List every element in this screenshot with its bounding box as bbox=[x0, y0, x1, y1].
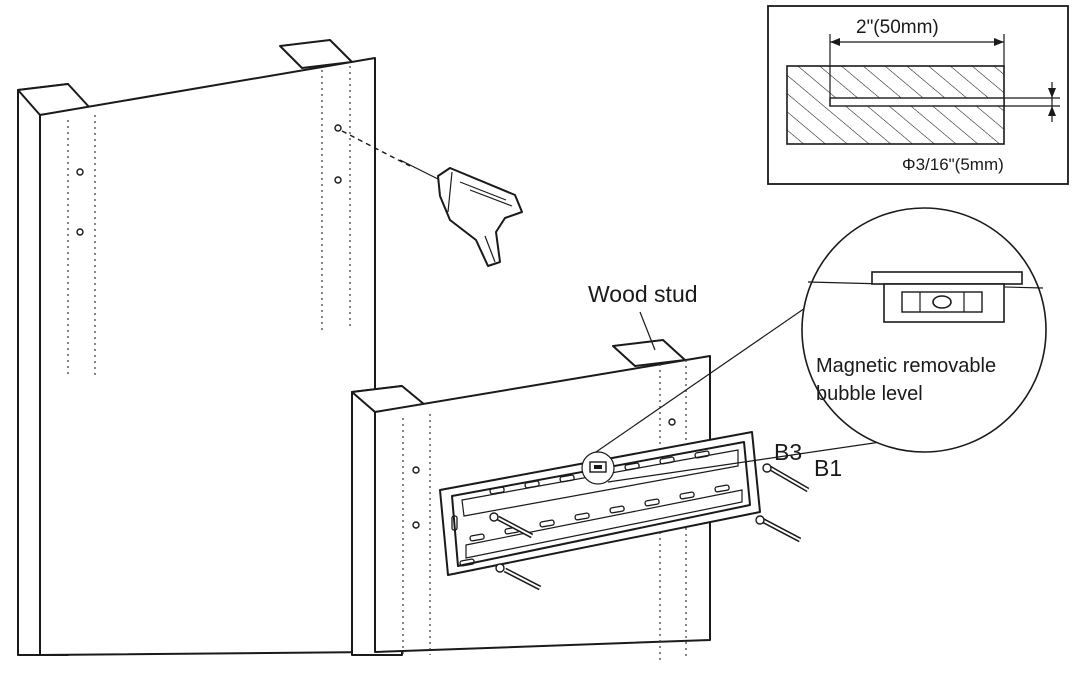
wood-stud-leader bbox=[639, 311, 656, 351]
pilot-hole bbox=[334, 176, 342, 184]
pilot-hole bbox=[412, 466, 420, 474]
bubble-level-label-line1: Magnetic removable bbox=[816, 355, 996, 377]
pilot-hole bbox=[334, 124, 342, 132]
pilot-hole bbox=[76, 228, 84, 236]
bubble-level-label-line2: bubble level bbox=[816, 383, 923, 405]
bubble-level-callout: Magnetic removable bubble level bbox=[801, 207, 1047, 453]
pilot-hole bbox=[76, 168, 84, 176]
screw-icon bbox=[496, 465, 810, 591]
screw-b3-label: B3 bbox=[774, 439, 802, 465]
drill-depth-inset: 2"(50mm) Φ3/16"(5mm) bbox=[767, 5, 1069, 185]
depth-label: 2"(50mm) bbox=[856, 17, 939, 38]
drill-icon bbox=[399, 159, 523, 267]
pilot-hole bbox=[412, 521, 420, 529]
diameter-label: Φ3/16"(5mm) bbox=[902, 155, 1004, 174]
wood-stud-label: Wood stud bbox=[588, 281, 698, 307]
screw-b1-label: B1 bbox=[814, 455, 842, 481]
washer-icon bbox=[489, 463, 772, 573]
bracket-slots bbox=[451, 450, 730, 567]
pilot-hole bbox=[668, 418, 676, 426]
